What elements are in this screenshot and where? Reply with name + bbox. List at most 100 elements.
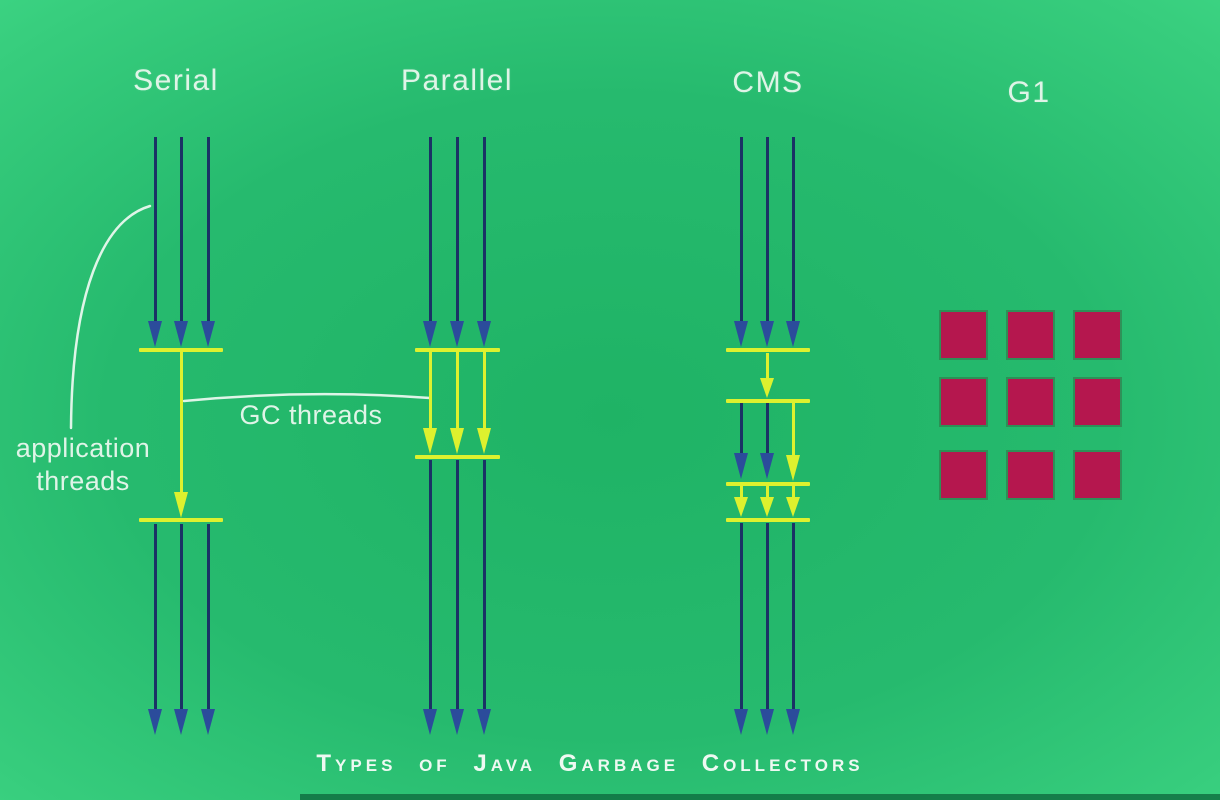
arrow-head-icon bbox=[786, 709, 800, 735]
g1-region-square bbox=[941, 312, 986, 358]
arrow-head-icon bbox=[423, 709, 437, 735]
stw-resume-bar bbox=[415, 455, 500, 459]
app-thread-arrow bbox=[760, 137, 774, 347]
g1-region-square bbox=[1008, 312, 1053, 358]
arrow-shaft bbox=[428, 460, 432, 711]
arrow-shaft bbox=[765, 486, 769, 499]
app-thread-arrow bbox=[423, 460, 437, 735]
gc-thread-arrow bbox=[760, 486, 774, 517]
arrow-shaft bbox=[482, 137, 486, 323]
initial-mark-pause-bar bbox=[726, 348, 810, 352]
app-thread-arrow bbox=[423, 137, 437, 347]
arrow-head-icon bbox=[174, 492, 188, 518]
arrow-shaft bbox=[428, 352, 432, 430]
arrow-head-icon bbox=[786, 497, 800, 517]
g1-region-square bbox=[1008, 452, 1053, 498]
parallel-label: Parallel bbox=[400, 64, 514, 97]
g1-region-square bbox=[941, 379, 986, 425]
arrow-shaft bbox=[482, 460, 486, 711]
arrow-head-icon bbox=[201, 321, 215, 347]
gc-threads-annotation: GC threads bbox=[239, 400, 383, 430]
app-thread-arrow bbox=[201, 137, 215, 347]
arrow-head-icon bbox=[477, 709, 491, 735]
gc-thread-arrow bbox=[760, 353, 774, 398]
arrow-head-icon bbox=[148, 321, 162, 347]
g1-region-square bbox=[1075, 379, 1120, 425]
app-thread-arrow bbox=[477, 460, 491, 735]
arrow-shaft bbox=[739, 403, 743, 455]
app-thread-arrow bbox=[174, 524, 188, 735]
arrow-shaft bbox=[765, 403, 769, 455]
arrow-head-icon bbox=[786, 455, 800, 481]
concurrent-start-bar bbox=[726, 399, 810, 403]
arrow-shaft bbox=[206, 524, 210, 711]
arrow-shaft bbox=[739, 486, 743, 499]
arrow-shaft bbox=[791, 486, 795, 499]
arrow-shaft bbox=[765, 137, 769, 323]
arrow-shaft bbox=[791, 523, 795, 711]
g1-region-square bbox=[1075, 452, 1120, 498]
arrow-shaft bbox=[791, 403, 795, 457]
page-title: Types of Java Garbage Collectors bbox=[316, 750, 864, 777]
arrow-shaft bbox=[153, 524, 157, 711]
arrow-head-icon bbox=[734, 321, 748, 347]
stw-pause-bar bbox=[139, 348, 223, 352]
arrow-head-icon bbox=[760, 378, 774, 398]
arrow-head-icon bbox=[760, 709, 774, 735]
arrow-shaft bbox=[482, 352, 486, 430]
app-thread-arrow bbox=[450, 137, 464, 347]
arrow-head-icon bbox=[423, 428, 437, 454]
arrow-shaft bbox=[739, 137, 743, 323]
arrow-shaft bbox=[455, 352, 459, 430]
app-thread-arrow bbox=[760, 403, 774, 479]
app-thread-arrow bbox=[786, 137, 800, 347]
app-thread-arrow bbox=[450, 460, 464, 735]
gc-thread-arrow bbox=[786, 486, 800, 517]
arrow-shaft bbox=[153, 137, 157, 323]
g1-region-square bbox=[941, 452, 986, 498]
stw-resume-bar bbox=[726, 518, 810, 522]
arrow-head-icon bbox=[477, 321, 491, 347]
cms-label: CMS bbox=[732, 66, 804, 99]
app-thread-arrow bbox=[734, 523, 748, 735]
arrow-shaft bbox=[765, 523, 769, 711]
gc-thread-arrow bbox=[174, 352, 188, 518]
arrow-shaft bbox=[179, 137, 183, 323]
arrow-head-icon bbox=[786, 321, 800, 347]
app-thread-arrow bbox=[734, 137, 748, 347]
arrow-head-icon bbox=[760, 497, 774, 517]
arrow-head-icon bbox=[450, 428, 464, 454]
arrow-shaft bbox=[206, 137, 210, 323]
g1-label: G1 bbox=[1007, 76, 1051, 109]
stw-pause-bar bbox=[415, 348, 500, 352]
app-thread-arrow bbox=[148, 524, 162, 735]
app-thread-arrow bbox=[734, 403, 748, 479]
stw-resume-bar bbox=[139, 518, 223, 522]
g1-region-square bbox=[1008, 379, 1053, 425]
arrow-shaft bbox=[179, 524, 183, 711]
arrow-head-icon bbox=[174, 709, 188, 735]
app-thread-arrow bbox=[477, 137, 491, 347]
g1-region-square bbox=[1075, 312, 1120, 358]
app-thread-arrow bbox=[148, 137, 162, 347]
gc-thread-arrow bbox=[477, 352, 491, 454]
arrow-shaft bbox=[791, 137, 795, 323]
arrow-head-icon bbox=[477, 428, 491, 454]
serial-label: Serial bbox=[133, 64, 219, 97]
arrow-head-icon bbox=[148, 709, 162, 735]
arrow-shaft bbox=[179, 352, 183, 494]
arrow-shaft bbox=[428, 137, 432, 323]
arrow-head-icon bbox=[450, 709, 464, 735]
gc-thread-arrow bbox=[786, 403, 800, 481]
arrow-shaft bbox=[455, 137, 459, 323]
gc-thread-arrow bbox=[734, 486, 748, 517]
application-threads-annotation: application threads bbox=[15, 433, 151, 496]
arrow-head-icon bbox=[760, 321, 774, 347]
application-threads-connector bbox=[69, 204, 152, 430]
arrow-head-icon bbox=[734, 453, 748, 479]
arrow-shaft bbox=[455, 460, 459, 711]
arrow-head-icon bbox=[174, 321, 188, 347]
arrow-head-icon bbox=[734, 497, 748, 517]
arrow-head-icon bbox=[734, 709, 748, 735]
